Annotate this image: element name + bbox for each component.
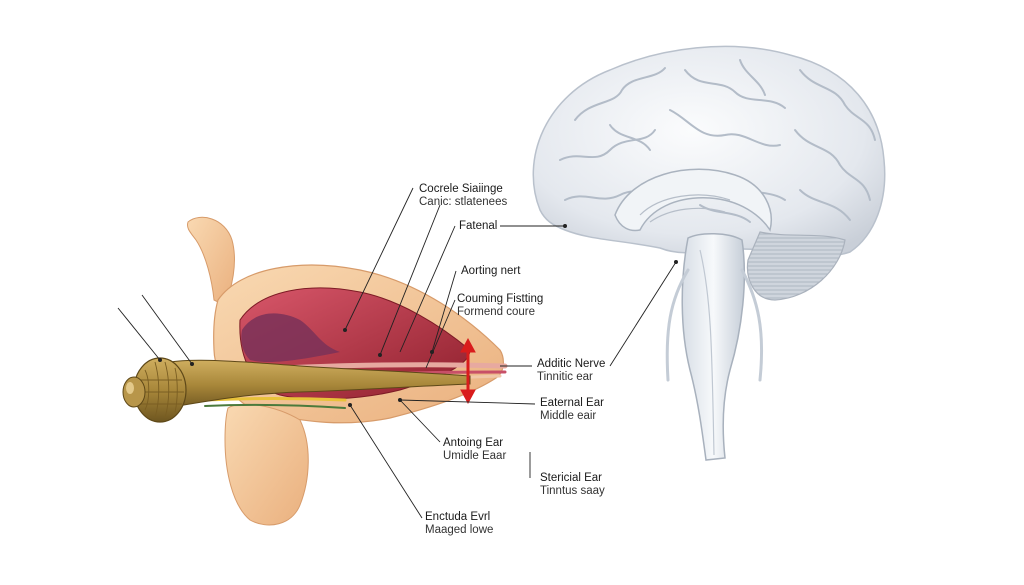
- label-fatenal: Fatenal: [459, 220, 497, 233]
- label-nerve-title: Additic Nerve: [537, 358, 606, 370]
- leader-dots: [158, 224, 678, 407]
- label-antoing-subtitle: Umidle Eaar: [443, 450, 507, 462]
- label-nerve: Additic Nerve Tinnitic ear: [537, 358, 605, 384]
- auditory-rod: [149, 359, 471, 411]
- label-stericial-subtitle: Tinntus saay: [540, 485, 605, 497]
- label-external-subtitle: Middle eair: [540, 410, 597, 422]
- label-enctuda-subtitle: Maaged lowe: [425, 524, 494, 536]
- label-cochlea-title: Cocrele Siaiinge: [419, 183, 503, 195]
- label-couming-subtitle: Formend coure: [457, 306, 535, 318]
- label-antoing-title: Antoing Ear: [443, 437, 504, 449]
- label-nerve-subtitle: Tinnitic ear: [537, 371, 593, 383]
- label-stericial-title: Stericial Ear: [540, 472, 602, 484]
- ear: [122, 216, 508, 526]
- label-cochlea: Cocrele Siaiinge Canic: stlatenees: [419, 183, 507, 209]
- label-external-title: Eaternal Ear: [540, 397, 604, 409]
- vibration-arrow: [460, 337, 476, 405]
- ear-lobe: [224, 403, 309, 526]
- ossicle-knob: [122, 376, 146, 408]
- middle-ear-region: [241, 313, 340, 363]
- label-antoing-ear: Antoing Ear Umidle Eaar: [443, 437, 506, 463]
- label-couming-title: Couming Fistting: [457, 293, 544, 305]
- label-cochlea-subtitle: Canic: stlatenees: [419, 196, 508, 208]
- label-stericial-ear: Stericial Ear Tinntus saay: [540, 472, 605, 498]
- corpus-callosum: [614, 168, 772, 232]
- brain: [532, 45, 886, 461]
- label-fatenal-title: Fatenal: [459, 220, 498, 232]
- label-couming: Couming Fistting Formend coure: [457, 293, 543, 319]
- label-aorting: Aorting nert: [461, 265, 520, 278]
- cerebellum: [746, 231, 846, 301]
- label-aorting-title: Aorting nert: [461, 265, 521, 277]
- leader-lines: [117, 187, 677, 519]
- label-enctuda-title: Enctuda Evrl: [425, 511, 491, 523]
- label-enctuda: Enctuda Evrl Maaged lowe: [425, 511, 493, 537]
- brain-cerebrum: [532, 45, 886, 258]
- label-external-ear: Eaternal Ear Middle eair: [540, 397, 604, 423]
- brainstem: [681, 233, 746, 461]
